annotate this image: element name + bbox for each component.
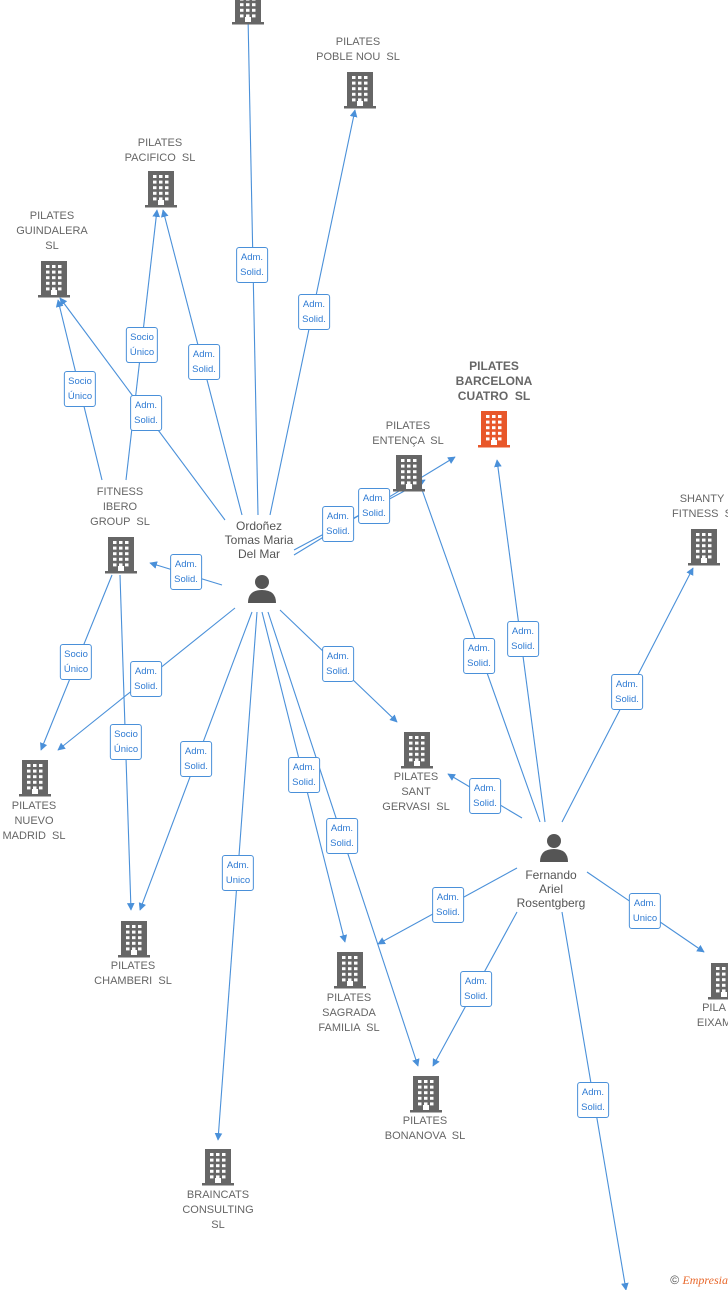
relation-badge[interactable]: Adm. Solid.: [358, 488, 390, 524]
relation-badge[interactable]: Adm. Solid.: [188, 344, 220, 380]
relation-badge[interactable]: Adm. Unico: [628, 893, 662, 929]
relation-badge[interactable]: Adm. Solid.: [460, 971, 492, 1007]
relation-badge[interactable]: Adm. Solid.: [469, 778, 501, 814]
building-icon-shanty[interactable]: [688, 529, 720, 566]
company-label-sagrada[interactable]: PILATES SAGRADA FAMILIA SL: [318, 992, 380, 1034]
building-icon-pacifico[interactable]: [145, 171, 177, 208]
building-icon-sant-gervasi[interactable]: [401, 732, 433, 769]
company-label-nuevo-madrid[interactable]: PILATES NUEVO MADRID SL: [2, 800, 66, 842]
building-icon-nuevo-madrid[interactable]: [19, 760, 51, 797]
relation-badge[interactable]: Adm. Unico: [221, 855, 255, 891]
company-label-bonanova[interactable]: PILATES BONANOVA SL: [384, 1115, 466, 1142]
company-label-eixample[interactable]: PILA EIXAM: [696, 1002, 728, 1029]
relation-badge[interactable]: Socio Único: [63, 371, 97, 407]
relation-badge[interactable]: Socio Único: [109, 724, 143, 760]
building-icon-sagrada[interactable]: [334, 952, 366, 989]
relation-badge[interactable]: Adm. Solid.: [170, 554, 202, 590]
company-label-pacifico[interactable]: PILATES PACIFICO SL: [124, 137, 196, 164]
copyright-symbol: ©: [670, 1273, 680, 1287]
relation-badge[interactable]: Socio Único: [125, 327, 159, 363]
relation-badge[interactable]: Adm. Solid.: [577, 1082, 609, 1118]
relation-badge[interactable]: Adm. Solid.: [326, 818, 358, 854]
relation-badge[interactable]: Adm. Solid.: [288, 757, 320, 793]
company-label-braincats[interactable]: BRAINCATS CONSULTING SL: [182, 1189, 254, 1231]
company-label-chamberi[interactable]: PILATES CHAMBERI SL: [94, 960, 172, 987]
building-icon-top[interactable]: [232, 0, 264, 25]
person-icon-fernando[interactable]: [540, 834, 568, 862]
relation-badge[interactable]: Adm. Solid.: [611, 674, 643, 710]
company-label-guindalera[interactable]: PILATES GUINDALERA SL: [16, 210, 88, 252]
company-label-sant-gervasi[interactable]: PILATES SANT GERVASI SL: [382, 771, 450, 813]
empresia-watermark: © Empresia: [670, 1273, 728, 1288]
building-icon-eixample[interactable]: [708, 963, 728, 1000]
company-label-barcelona[interactable]: PILATES BARCELONA CUATRO SL: [455, 359, 533, 403]
brand-logo: Empresia: [682, 1273, 728, 1287]
person-icon-ordonez[interactable]: [248, 575, 276, 603]
relation-badge[interactable]: Adm. Solid.: [298, 294, 330, 330]
company-label-entenca[interactable]: PILATES ENTENÇA SL: [372, 420, 444, 447]
person-label-ordonez[interactable]: Ordoñez Tomas Maria Del Mar: [224, 519, 294, 561]
relation-badge[interactable]: Adm. Solid.: [180, 741, 212, 777]
person-label-fernando[interactable]: Fernando Ariel Rosentgberg: [516, 868, 586, 910]
building-icon-barcelona[interactable]: [478, 411, 510, 448]
building-icon-chamberi[interactable]: [118, 921, 150, 958]
building-icon-entenca[interactable]: [393, 455, 425, 492]
building-icon-bonanova[interactable]: [410, 1076, 442, 1113]
relation-badge[interactable]: Adm. Solid.: [507, 621, 539, 657]
relation-badge[interactable]: Adm. Solid.: [236, 247, 268, 283]
relation-badge[interactable]: Socio Único: [59, 644, 93, 680]
relation-badge[interactable]: Adm. Solid.: [322, 506, 354, 542]
company-label-poblenou[interactable]: PILATES POBLE NOU SL: [316, 36, 400, 63]
building-icon-braincats[interactable]: [202, 1149, 234, 1186]
company-label-fitness-ibero[interactable]: FITNESS IBERO GROUP SL: [90, 486, 150, 528]
building-icon-guindalera[interactable]: [38, 261, 70, 298]
relation-badge[interactable]: Adm. Solid.: [130, 661, 162, 697]
building-icon-poblenou[interactable]: [344, 72, 376, 109]
relation-badge[interactable]: Adm. Solid.: [130, 395, 162, 431]
relation-badge[interactable]: Adm. Solid.: [432, 887, 464, 923]
relation-badge[interactable]: Adm. Solid.: [322, 646, 354, 682]
company-label-shanty[interactable]: SHANTY FITNESS S: [672, 493, 728, 520]
relation-badge[interactable]: Adm. Solid.: [463, 638, 495, 674]
building-icon-fitness-ibero[interactable]: [105, 537, 137, 574]
